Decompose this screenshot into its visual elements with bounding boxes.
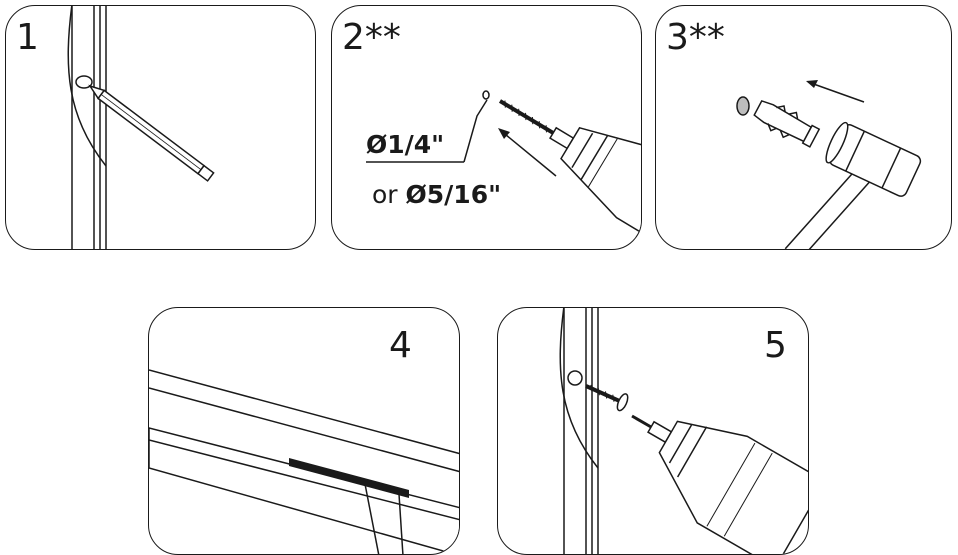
step-number: 4 [389,325,412,366]
wall-plug-icon [753,100,821,148]
anchor-hole [567,370,583,386]
sealant-bead [289,458,409,498]
insert-direction-arrow [499,129,557,177]
wall-profile-channel [149,427,459,554]
wall-edge [149,387,459,473]
drill-bit-icon [498,99,641,240]
step-2-panel: 2** Ø1/4" or Ø5/16" [331,5,642,250]
step-number: 1 [16,17,39,58]
drill-hole [482,90,490,100]
sealant-illustration [149,369,459,554]
tap-direction-arrow [807,81,865,103]
step-number: 2** [342,17,401,58]
step-3-panel: 3** [655,5,952,250]
pencil-icon [88,84,215,182]
drill-body [560,126,641,240]
drill-icon [631,414,808,554]
marked-hole [75,75,93,89]
drill-size-alternate: or Ø5/16" [372,180,502,209]
step-4-panel: 4 [148,307,460,555]
step-5-panel: 5 [497,307,809,555]
step-number: 3** [666,17,725,58]
hammer-icon [784,121,922,249]
screw-icon [585,384,629,412]
step-1-panel: 1 [5,5,316,250]
drilling-illustration [366,90,641,240]
dimension-leader [463,99,488,163]
anchor-illustration [736,80,922,249]
marking-illustration [67,6,215,249]
step-number: 5 [764,325,787,366]
wall-edge [149,369,459,455]
wall-hole [736,96,750,116]
screwing-illustration [559,308,808,554]
drill-size-primary: Ø1/4" [366,130,445,159]
